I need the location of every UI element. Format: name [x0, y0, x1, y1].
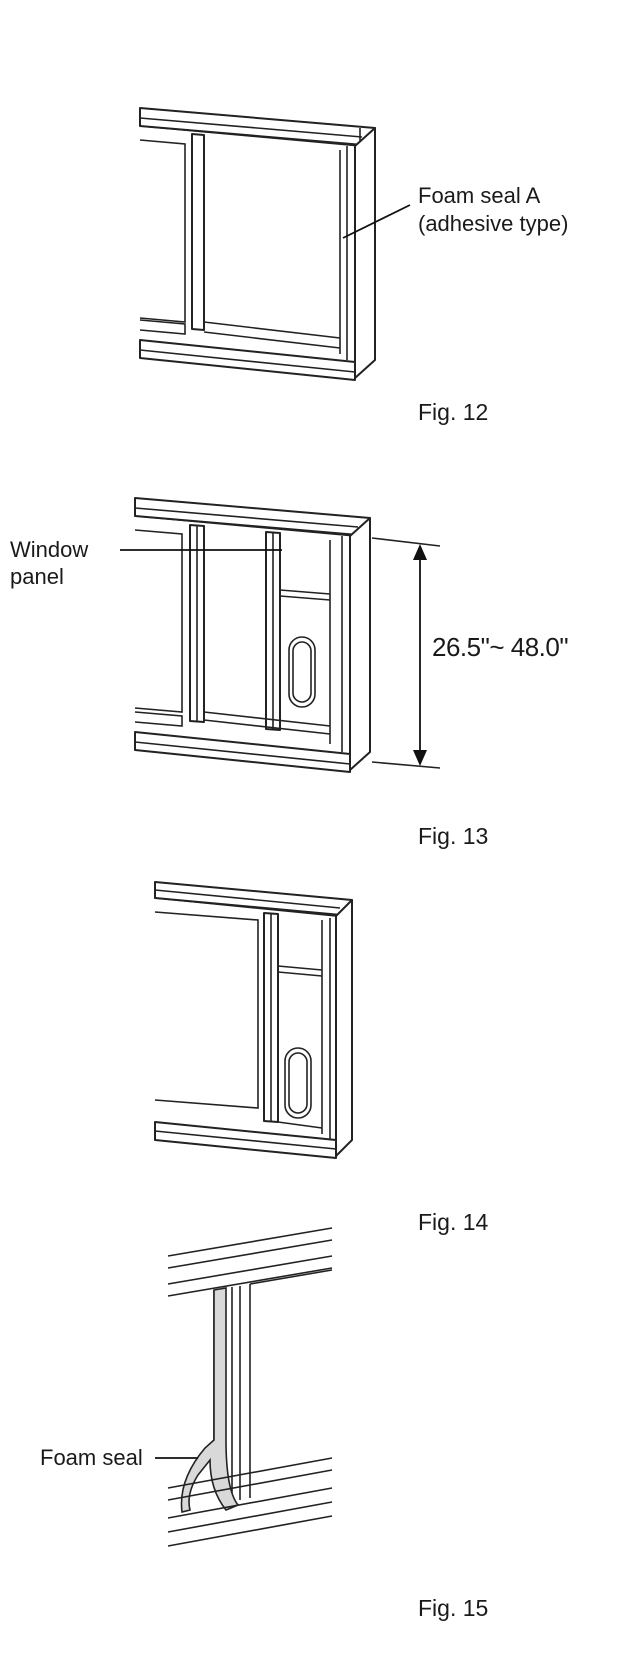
foam-seal-a-label: Foam seal A: [418, 183, 541, 208]
foam-seal-label: Foam seal: [40, 1445, 143, 1470]
dimension-label: 26.5"~ 48.0": [432, 632, 569, 662]
fig12-caption: Fig. 12: [418, 399, 489, 425]
adhesive-type-label: (adhesive type): [418, 211, 569, 236]
fig12-window-frame-drawing: [139, 107, 411, 381]
window-label: Window: [10, 537, 89, 562]
fig15-caption: Fig. 15: [418, 1595, 489, 1621]
fig13-window-panel-drawing: [120, 497, 441, 773]
fig14-caption: Fig. 14: [418, 1209, 489, 1235]
fig14-frame-drawing: [154, 881, 353, 1159]
fig13-caption: Fig. 13: [418, 823, 489, 849]
fig15-foam-seal-drawing: [155, 1227, 333, 1547]
panel-label: panel: [10, 564, 64, 589]
